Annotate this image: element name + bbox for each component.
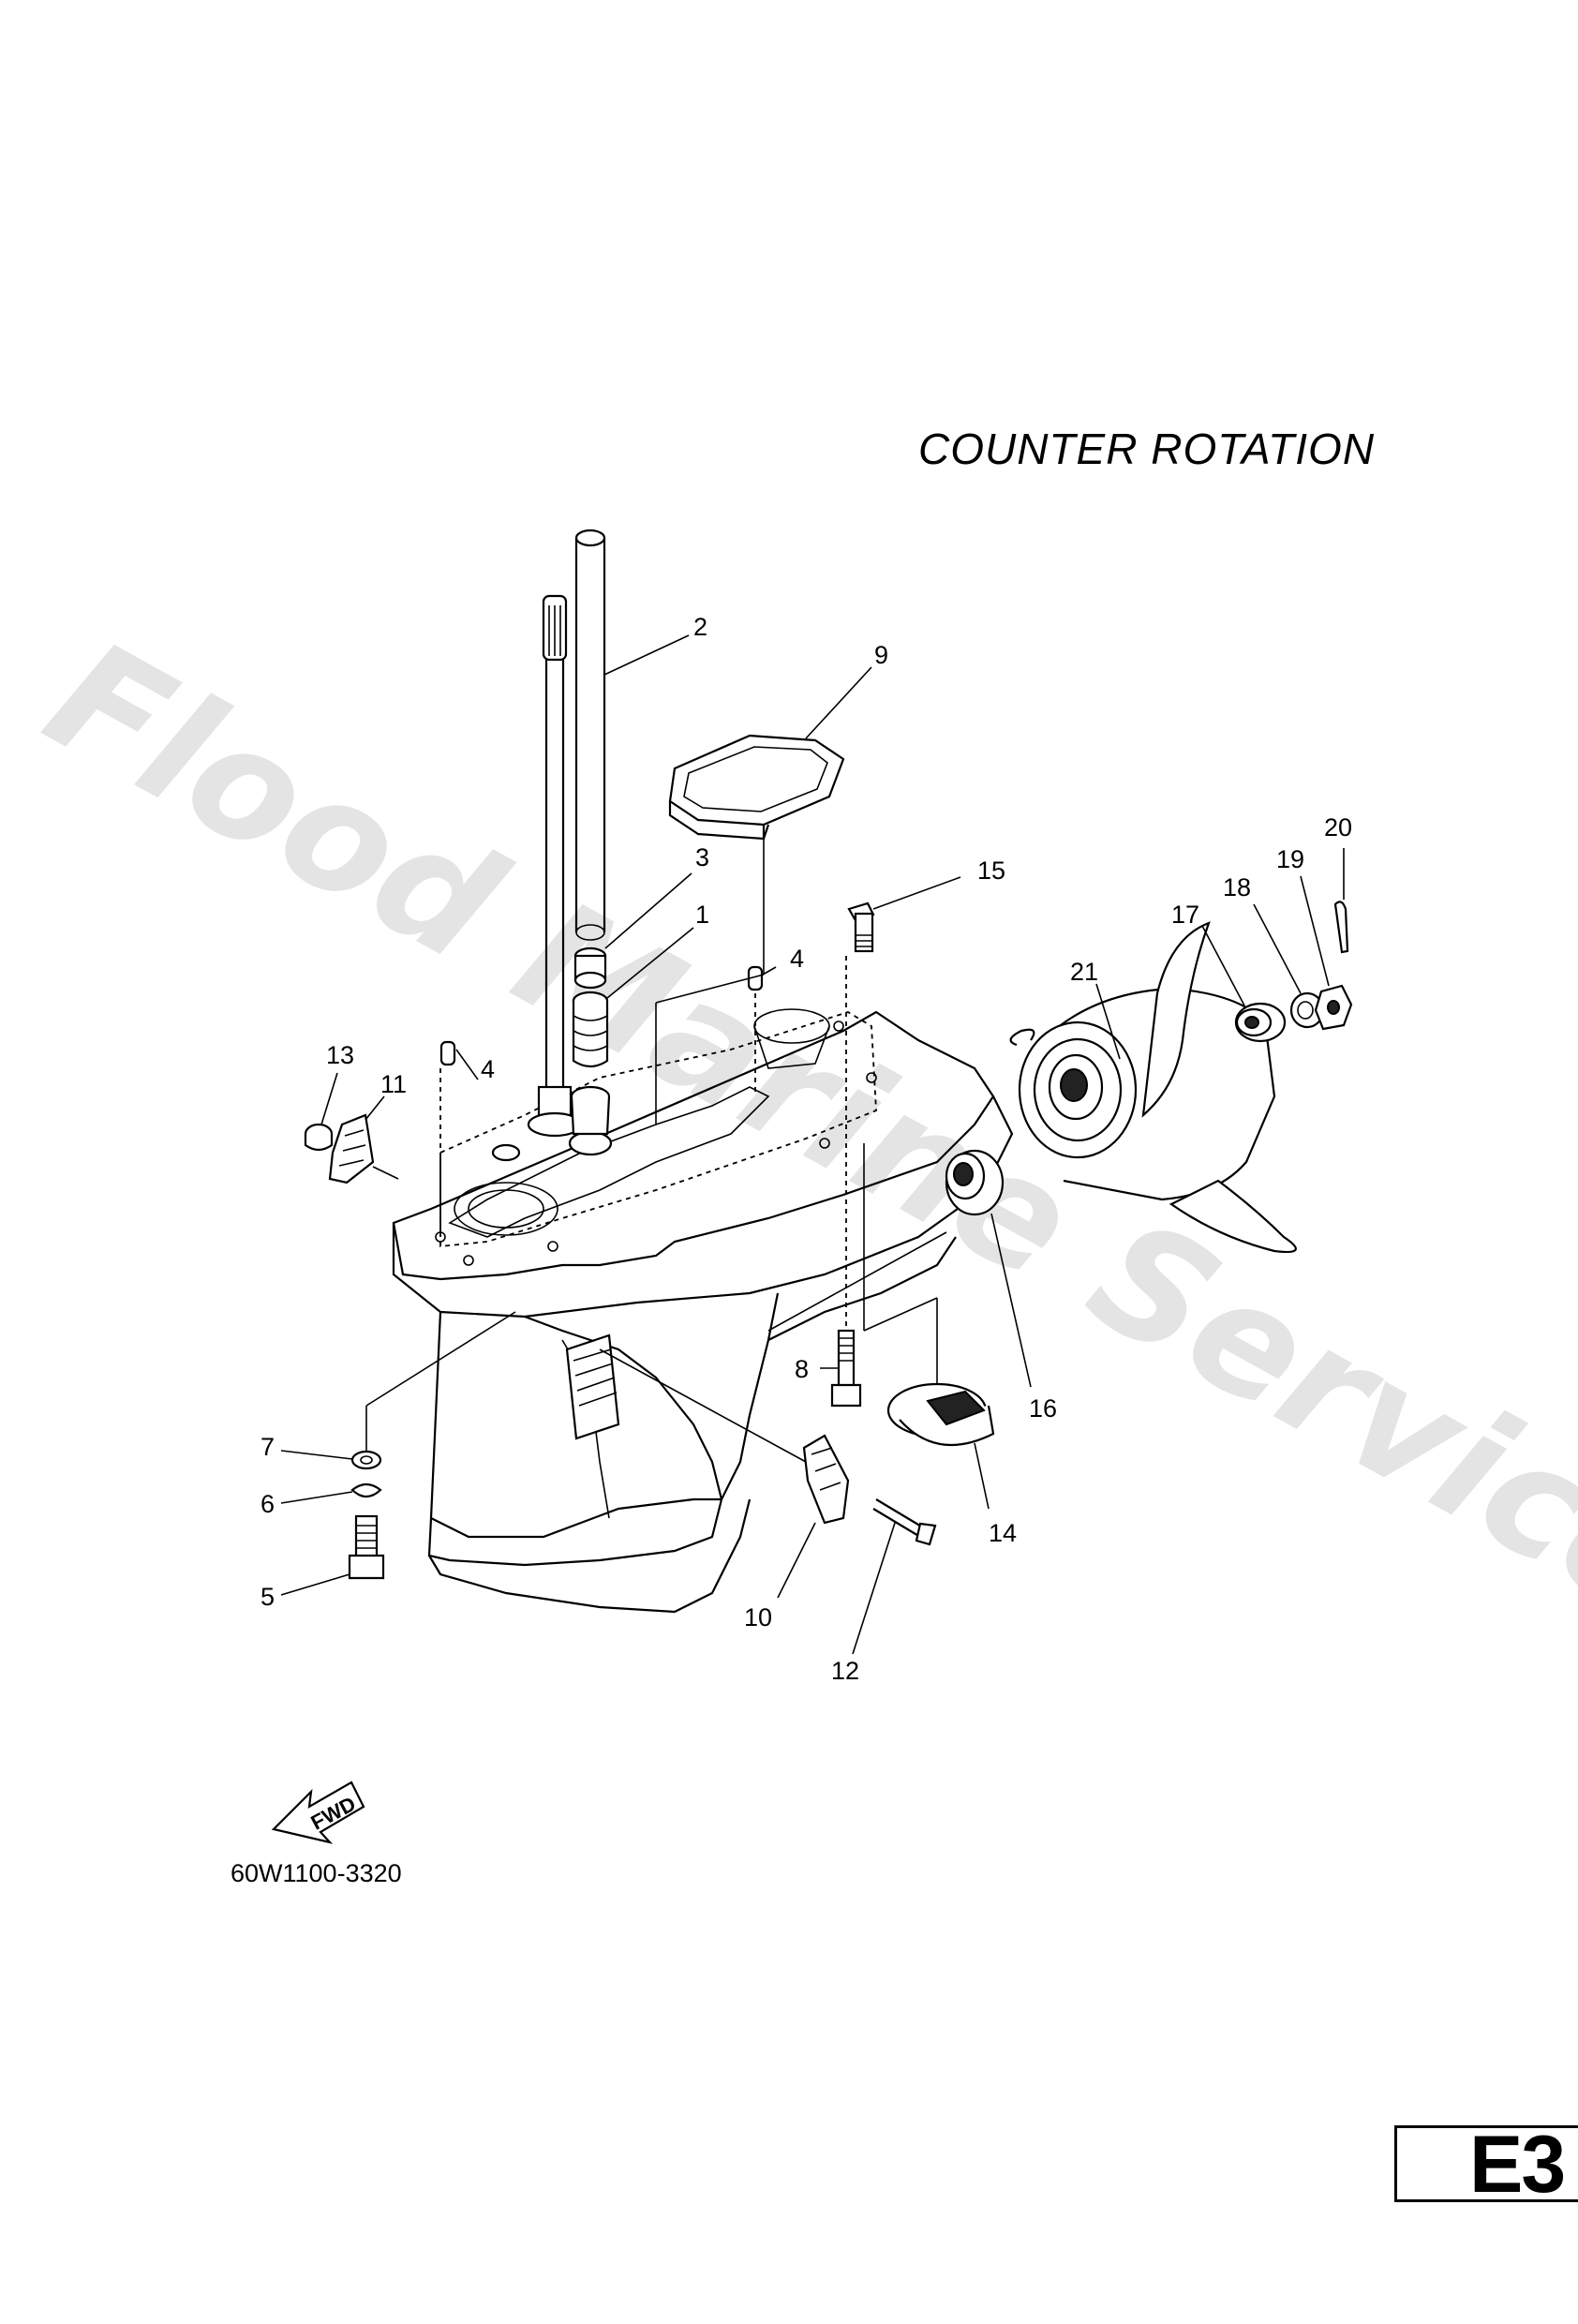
cotter-pin-part-20: [1333, 901, 1349, 954]
callout-4-left: 4: [481, 1055, 495, 1083]
callout-17: 17: [1171, 901, 1199, 929]
washer-part-18: [1289, 991, 1325, 1029]
section-code: E3: [1469, 2120, 1566, 2210]
sleeve-part-3: [573, 946, 607, 990]
spacer-part-17: [1234, 1002, 1287, 1043]
callout-14: 14: [989, 1519, 1017, 1547]
callout-18: 18: [1223, 873, 1251, 901]
callout-8: 8: [795, 1355, 809, 1383]
callout-15: 15: [977, 857, 1005, 885]
shift-rod: [527, 594, 583, 1138]
diagram-title: COUNTER ROTATION: [918, 425, 1375, 473]
callout-5: 5: [261, 1583, 275, 1611]
callout-6: 6: [261, 1490, 275, 1518]
trim-tab-part-10: [802, 1434, 850, 1525]
bolt-part-12: [872, 1498, 937, 1546]
trim-tab-part-11: [328, 1113, 375, 1184]
bolt-part-8: [830, 1329, 862, 1408]
dowel-pin-left: [439, 1040, 456, 1066]
callout-21: 21: [1070, 958, 1098, 986]
leader-lines: [280, 634, 1345, 1655]
callout-20: 20: [1324, 813, 1352, 842]
callout-11: 11: [380, 1070, 407, 1098]
bolt-part-15: [847, 901, 875, 953]
seal-part-16: [945, 1149, 1005, 1216]
callout-19: 19: [1276, 845, 1304, 873]
callout-2: 2: [693, 613, 707, 641]
gasket-part-9: [668, 734, 845, 841]
water-tube-seat: [570, 1085, 611, 1136]
nut-part-13: [304, 1123, 334, 1152]
callout-1: 1: [695, 901, 709, 929]
callout-4-right: 4: [790, 945, 804, 973]
bolt-part-5: [348, 1514, 385, 1580]
fwd-arrow-icon: FWD: [271, 1780, 365, 1844]
callout-12: 12: [831, 1657, 859, 1685]
callout-labels: 1 2 3 4 4 5 6 7 8 9 10 11 12 13 14 15 16…: [261, 613, 1352, 1685]
nut-part-19: [1314, 984, 1353, 1031]
callout-16: 16: [1029, 1394, 1057, 1423]
drive-shaft: [574, 529, 606, 941]
callout-9: 9: [874, 641, 888, 669]
callout-13: 13: [326, 1041, 354, 1069]
section-tab: [1394, 2125, 1578, 2202]
propeller-part-21: [1009, 921, 1297, 1254]
washer-part-7: [350, 1450, 382, 1470]
callout-3: 3: [695, 843, 709, 872]
water-inlet-grille: [565, 1333, 620, 1440]
washer-part-6: [350, 1482, 382, 1498]
drawing-code: 60W1100-3320: [231, 1859, 402, 1887]
callout-7: 7: [261, 1433, 275, 1461]
callout-10: 10: [744, 1603, 772, 1631]
anode-part-14: [886, 1382, 995, 1447]
grommet-part-1: [572, 991, 609, 1068]
